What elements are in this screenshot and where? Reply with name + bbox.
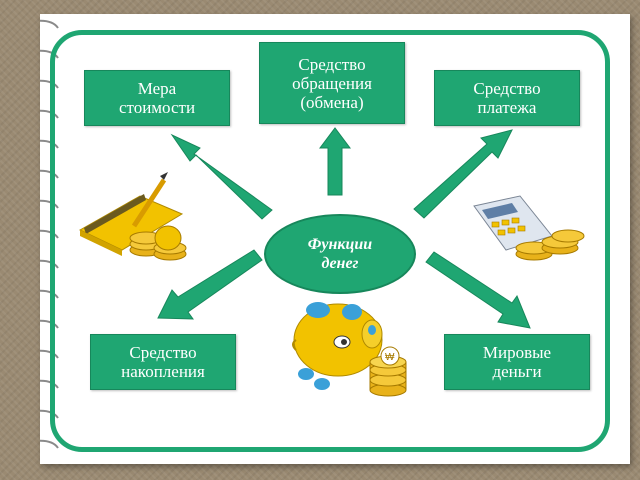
spiral-ring (40, 319, 59, 329)
green-rounded-frame (50, 30, 610, 452)
spiral-ring (40, 349, 59, 359)
arrow-down-left (157, 249, 263, 320)
spiral-ring (40, 289, 59, 299)
function-label-world: Мировые деньги (482, 343, 552, 381)
spiral-ring (40, 19, 59, 29)
piggy-bank-icon (292, 302, 383, 390)
arrow-up (319, 127, 351, 196)
notebook-spiral (40, 19, 59, 449)
spiral-ring (40, 169, 59, 179)
function-label-circulation: Средство обращения (обмена) (292, 54, 372, 112)
spiral-ring (40, 139, 59, 149)
center-ellipse: Функции денег (264, 214, 416, 294)
credit-card-coins-icon (78, 172, 187, 261)
calculator-coins-icon (473, 195, 585, 261)
won-coin-stack-icon: ₩ (369, 346, 407, 397)
function-box-accumulation: Средство накопления (90, 334, 236, 390)
function-label-measure: Мера стоимости (118, 79, 196, 117)
function-box-payment: Средство платежа (434, 70, 580, 126)
arrow-down-right (425, 251, 531, 329)
spiral-ring (40, 379, 59, 389)
spiral-ring (40, 229, 59, 239)
svg-text:₩: ₩ (385, 352, 395, 363)
arrow-up-right (413, 129, 513, 219)
function-label-accumulation: Средство накопления (121, 343, 205, 381)
spiral-ring (40, 199, 59, 209)
spiral-ring (40, 409, 59, 419)
function-box-circulation: Средство обращения (обмена) (259, 42, 405, 124)
spiral-ring (40, 79, 59, 89)
spiral-ring (40, 109, 59, 119)
function-label-payment: Средство платежа (473, 79, 541, 117)
spiral-ring (40, 259, 59, 269)
arrow-up-left (170, 133, 273, 220)
function-box-world: Мировые деньги (444, 334, 590, 390)
center-label: Функции денег (307, 236, 373, 272)
spiral-ring (40, 439, 59, 449)
function-box-measure: Мера стоимости (84, 70, 230, 126)
